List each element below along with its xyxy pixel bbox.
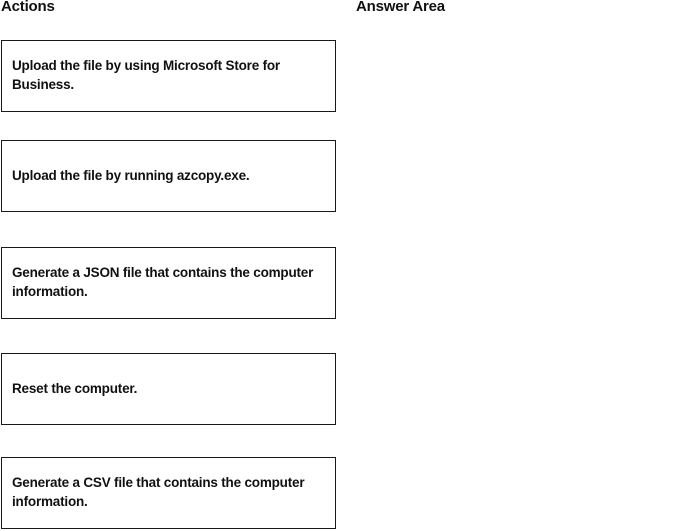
action-item-label: Upload the file by using Microsoft Store… <box>12 58 280 92</box>
actions-heading: Actions <box>1 0 55 15</box>
action-item-label: Reset the computer. <box>12 380 138 396</box>
action-item-upload-store[interactable]: Upload the file by using Microsoft Store… <box>1 40 336 112</box>
action-item-label: Generate a CSV file that contains the co… <box>12 475 305 509</box>
action-item-label: Upload the file by running azcopy.exe. <box>12 167 250 183</box>
action-item-upload-azcopy[interactable]: Upload the file by running azcopy.exe. <box>1 140 336 212</box>
action-item-generate-json[interactable]: Generate a JSON file that contains the c… <box>1 247 336 319</box>
actions-list: Upload the file by using Microsoft Store… <box>0 0 340 531</box>
action-item-reset-computer[interactable]: Reset the computer. <box>1 353 336 425</box>
action-item-generate-csv[interactable]: Generate a CSV file that contains the co… <box>1 457 336 529</box>
answer-area-heading: Answer Area <box>356 0 445 15</box>
action-item-label: Generate a JSON file that contains the c… <box>12 265 314 299</box>
answer-area-dropzone[interactable] <box>356 22 695 531</box>
